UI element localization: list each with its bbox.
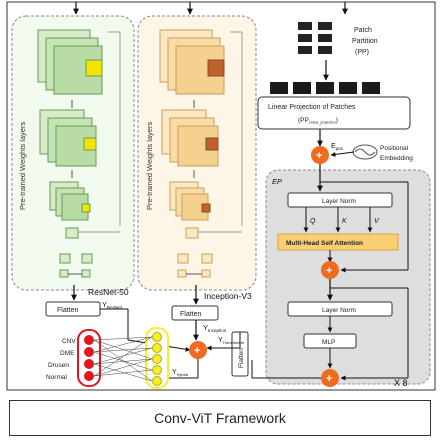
class-label-dme: DME [60, 350, 75, 357]
positional-label-2: Embedding [380, 155, 413, 162]
class-label-cnv: CNV [62, 338, 76, 345]
encoder-repeat-label: X 8 [394, 378, 408, 388]
value-label: V [374, 218, 380, 225]
positional-embedding-symbol: Epos [331, 143, 344, 151]
inception-pretrained-label: Pre-trained Weights layers [145, 122, 154, 210]
transformer-flatten-label: Flatten [238, 348, 245, 368]
svg-text:+: + [316, 150, 322, 162]
resnet-label: ResNet-50 [88, 287, 129, 297]
figure-caption: Conv-ViT Framework [154, 410, 286, 426]
query-label: Q [310, 218, 316, 225]
resnet-output-label: YResNet [102, 300, 123, 310]
linear-projection-sublabel: (PPLinear_projection) [298, 117, 338, 125]
key-label: K [342, 218, 347, 225]
layer-norm-1-label: Layer Norm [322, 198, 356, 205]
class-label-drusen: Drusen [48, 362, 69, 369]
inception-feature-maps [159, 29, 225, 278]
layer-norm-2-box [287, 301, 393, 317]
encoder-panel [265, 169, 431, 385]
transformer-output-label: YTransformer [218, 337, 245, 345]
linear-projection-patches [270, 82, 380, 94]
inception-output-label: YInception [203, 323, 227, 333]
mhsa-box [277, 233, 399, 251]
patch-label-1: Patch [354, 27, 372, 34]
inception-label: Inception-V3 [204, 291, 252, 301]
resnet-feature-maps [37, 29, 103, 278]
layer-norm-2-label: Layer Norm [322, 307, 356, 314]
resnet-pretrained-label: Pre-trained Weights layers [18, 122, 27, 210]
resnet-flatten-label: Flatten [57, 307, 79, 314]
layer-norm-1-box [287, 192, 393, 208]
hybrid-add-node [189, 341, 207, 359]
encoder-add-node-2 [321, 369, 339, 387]
hybrid-output-label: YHybrid [172, 369, 188, 377]
encoder-ep-label: EP [272, 177, 282, 186]
encoder-add-node-1 [321, 261, 339, 279]
mlp-label: MLP [322, 339, 335, 346]
outer-frame [6, 1, 436, 391]
inception-flatten-label: Flatten [180, 311, 202, 318]
mhsa-label: Multi-Head Self Attention [286, 240, 363, 247]
svg-text:+: + [326, 373, 332, 385]
linear-projection-label: Linear Projection of Patches [268, 104, 356, 111]
linear-projection-box [257, 96, 411, 130]
patch-partition-block [298, 22, 332, 54]
caption-box: Conv-ViT Framework [9, 400, 431, 436]
class-label-normal: Normal [46, 374, 68, 381]
inception-panel: Pre-trained Weights layers [137, 15, 257, 291]
inception-flatten-box [171, 305, 219, 321]
classifier-network [77, 327, 169, 389]
positional-label-1: Positional [380, 145, 409, 152]
svg-text:+: + [194, 345, 200, 357]
patch-label-2: Partition [352, 38, 378, 45]
svg-text:+: + [326, 265, 332, 277]
patch-label-3: (PP) [355, 49, 369, 56]
positional-add-node [311, 146, 329, 164]
resnet-panel: Pre-trained Weights layers [11, 15, 135, 291]
